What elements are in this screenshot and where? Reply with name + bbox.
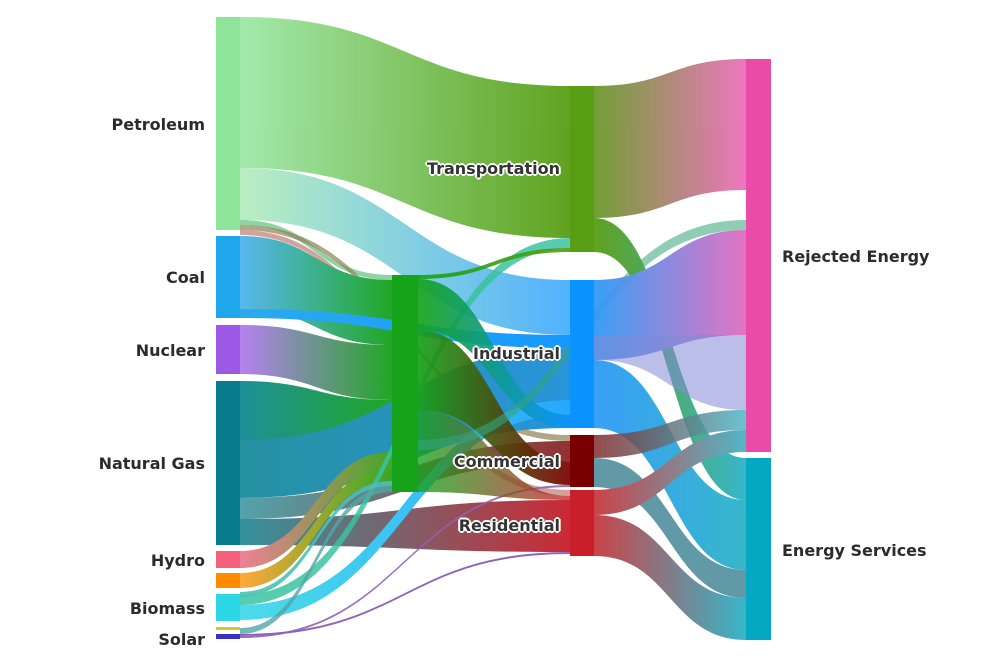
- label-rejected-energy: Rejected Energy: [782, 247, 930, 266]
- node-residential[interactable]: [570, 490, 594, 556]
- link-solar-commercial: [240, 485, 570, 638]
- label-petroleum: Petroleum: [111, 115, 205, 134]
- node-hydro[interactable]: [216, 551, 240, 568]
- label-biomass: Biomass: [129, 599, 205, 618]
- label-residential: Residential: [458, 516, 560, 535]
- link-hydro-electricity: [240, 452, 392, 568]
- node-transportation[interactable]: [570, 86, 594, 252]
- label-industrial: Industrial: [472, 344, 560, 363]
- link-nuclear-electricity: [240, 325, 392, 400]
- node-natural-gas[interactable]: [216, 381, 240, 545]
- link-biomass-electricity: [240, 481, 392, 597]
- label-transportation: Transportation: [426, 159, 560, 178]
- node-coal[interactable]: [216, 236, 240, 318]
- link-naturalgas-residential: [240, 500, 570, 552]
- label-hydro: Hydro: [150, 551, 205, 570]
- link-transportation-rejected: [594, 59, 746, 218]
- link-electricity-commercial: [418, 330, 570, 485]
- link-residential-services: [594, 515, 746, 640]
- node-industrial[interactable]: [570, 280, 594, 428]
- label-solar: Solar: [158, 630, 205, 649]
- node-rejected-energy[interactable]: [746, 59, 771, 452]
- node-geothermal[interactable]: [216, 627, 240, 630]
- label-coal: Coal: [165, 268, 205, 287]
- node-biomass[interactable]: [216, 594, 240, 621]
- link-other-electricity: [240, 468, 392, 588]
- link-electricity-industrial: [418, 279, 570, 428]
- link-petroleum-electricity: [240, 220, 392, 280]
- link-solar-residential: [240, 552, 570, 636]
- link-solar-electricity: [240, 486, 392, 634]
- label-energy-services: Energy Services: [782, 541, 927, 560]
- label-commercial: Commercial: [453, 452, 560, 471]
- label-natural-gas: Natural Gas: [98, 454, 205, 473]
- links-sectors: [594, 59, 746, 640]
- link-residential-rejected: [594, 430, 746, 515]
- link-petroleum-transportation: [240, 17, 570, 238]
- node-solar[interactable]: [216, 634, 240, 639]
- node-other[interactable]: [216, 573, 240, 588]
- link-electricity-residential: [418, 410, 570, 500]
- node-electricity[interactable]: [392, 275, 418, 492]
- node-commercial[interactable]: [570, 435, 594, 487]
- link-industrial-rejected: [594, 230, 746, 360]
- nodes: [216, 17, 771, 640]
- label-nuclear: Nuclear: [135, 341, 205, 360]
- link-commercial-rejected: [594, 410, 746, 458]
- link-industrial-rejected-2: [594, 335, 746, 410]
- node-nuclear[interactable]: [216, 325, 240, 374]
- link-petroleum-industrial: [240, 168, 570, 335]
- node-petroleum[interactable]: [216, 17, 240, 230]
- link-biomass-industrial: [240, 400, 570, 620]
- link-electricity-transportation: [418, 248, 570, 279]
- node-energy-services[interactable]: [746, 458, 771, 640]
